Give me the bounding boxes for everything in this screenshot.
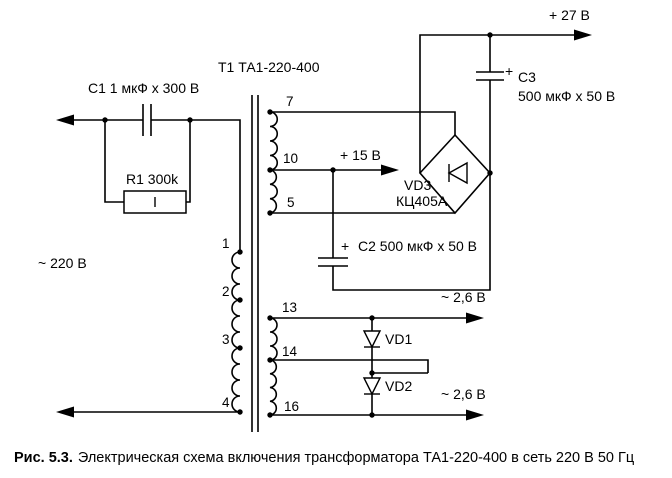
bridge-rectifier-outline: [418, 133, 492, 215]
input-arrow-bottom: [56, 406, 74, 418]
schematic-canvas: + 27 В Т1 ТА1-220-400 C1 1 мкФ x 300 В +…: [38, 7, 615, 432]
junction-dot: [237, 297, 243, 303]
wire-27v-rail: [419, 34, 588, 173]
junction-dot: [369, 315, 375, 321]
junction-dot: [187, 117, 193, 123]
output-arrow-15v: [381, 164, 399, 176]
junction-dot: [330, 167, 336, 173]
c3-value-label: 500 мкФ x 50 В: [518, 88, 615, 104]
vd2-triangle: [362, 377, 382, 396]
input-arrow-top: [56, 114, 74, 126]
vd3-type-label: КЦ405А: [396, 193, 448, 209]
pin-3-label: 3: [222, 332, 230, 347]
r1-label: R1 300k: [126, 171, 179, 187]
junction-dot: [237, 345, 243, 351]
junction-dot: [267, 357, 273, 363]
junction-dot: [237, 409, 243, 415]
pin-4-label: 4: [222, 395, 230, 410]
pin-16-label: 16: [284, 399, 299, 414]
wire-pin7-to-bridge: [270, 111, 456, 135]
c1-label: C1 1 мкФ x 300 В: [88, 80, 199, 96]
junction-dot: [369, 412, 375, 418]
junction-dot: [267, 412, 273, 418]
transformer-label: Т1 ТА1-220-400: [218, 59, 320, 75]
wire-r1-left-lead: [104, 120, 124, 203]
junction-dot: [267, 315, 273, 321]
figure-caption-number: Рис. 5.3.: [14, 450, 73, 466]
wire-r1-right-lead: [186, 120, 191, 203]
c2-label: C2 500 мкФ x 50 В: [358, 238, 477, 254]
pin-5-label: 5: [287, 195, 295, 210]
primary-winding: [231, 251, 241, 413]
input-voltage-label: ~ 220 В: [38, 255, 87, 271]
pin-14-label: 14: [282, 344, 298, 359]
vd2-diode-symbol: [362, 377, 382, 396]
c3-name-label: C3: [518, 69, 536, 85]
bridge-diode-symbol: [447, 161, 468, 185]
vd1-label: VD1: [385, 331, 412, 347]
pin-7-label: 7: [286, 94, 294, 109]
junction-dot: [487, 32, 493, 38]
wire-pin14-tap: [270, 359, 429, 373]
secondary-main-winding: [269, 111, 278, 214]
arrows: [56, 29, 592, 421]
pin-1-label: 1: [222, 236, 230, 251]
junction-dot: [102, 117, 108, 123]
junction-dot: [487, 170, 493, 176]
figure-caption: Рис. 5.3.Электрическая схема включения т…: [14, 450, 634, 466]
junction-dot: [267, 167, 273, 173]
pin-2-label: 2: [222, 284, 230, 299]
junction-dot: [267, 109, 273, 115]
output-arrow-26v-top: [466, 312, 484, 324]
output-arrow-26v-bottom: [466, 409, 484, 421]
pin-10-label: 10: [283, 151, 298, 166]
c3-plus-sign: +: [505, 63, 513, 79]
junction-dot: [237, 249, 243, 255]
pin-13-label: 13: [282, 300, 297, 315]
output-26v-bottom-label: ~ 2,6 В: [441, 386, 486, 402]
vd2-label: VD2: [385, 378, 412, 394]
wire-common-rail: [332, 173, 491, 291]
figure-caption-text: Электрическая схема включения трансформа…: [77, 450, 635, 466]
junction-dots: [102, 32, 493, 418]
c2-plus-sign: +: [341, 238, 349, 254]
vd1-diode-symbol: [362, 330, 382, 349]
vd3-name-label: VD3: [404, 177, 431, 193]
wiring: [66, 34, 588, 432]
output-arrow-27v: [574, 29, 592, 41]
secondary-aux-winding: [269, 317, 278, 416]
bridge-diode-triangle: [447, 161, 468, 185]
output-15v-label: + 15 В: [340, 147, 381, 163]
junction-dot: [369, 370, 375, 376]
junction-dot: [267, 210, 273, 216]
vd1-triangle: [362, 330, 382, 349]
output-27v-label: + 27 В: [549, 7, 590, 23]
wire-mains-top-right: [151, 119, 241, 252]
output-26v-top-label: ~ 2,6 В: [441, 289, 486, 305]
